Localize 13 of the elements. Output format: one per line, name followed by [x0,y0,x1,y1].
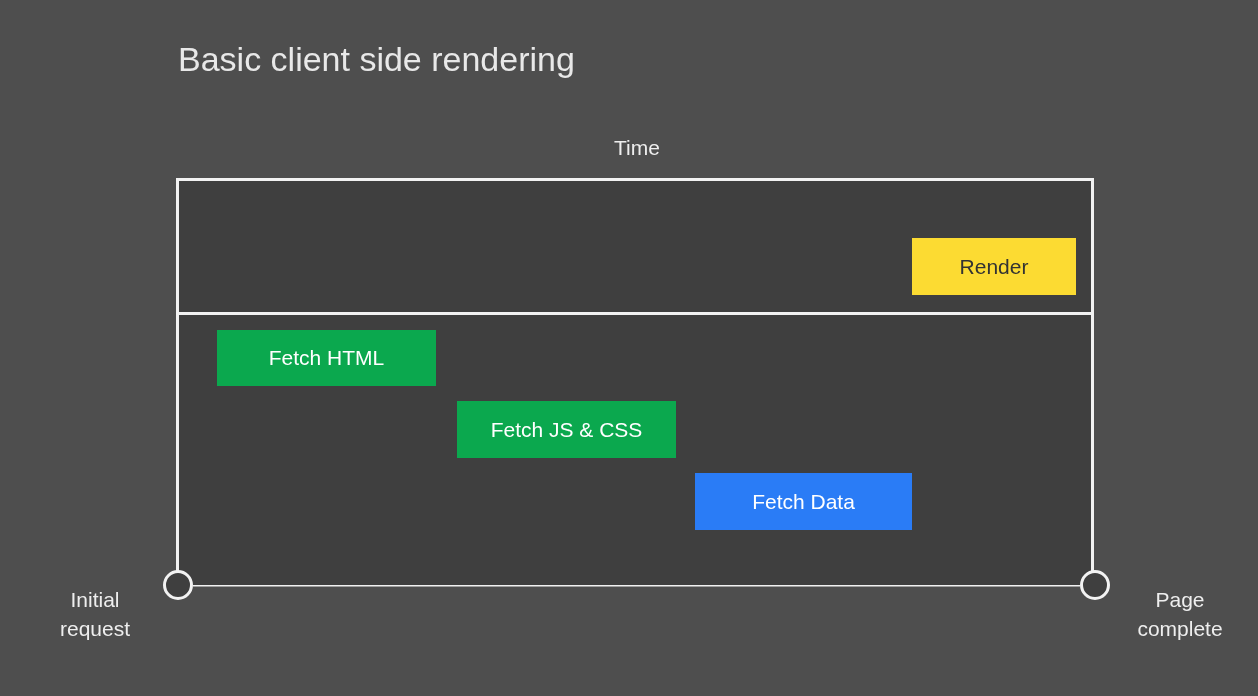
marker-label: Initial request [58,587,131,643]
task-bar: Fetch JS & CSS [457,401,676,458]
marker-label: Page complete [1136,587,1224,643]
task-bar: Render [912,238,1076,295]
diagram-title: Basic client side rendering [178,40,575,79]
axis-label: Time [614,135,660,161]
timeline-marker [1080,570,1110,600]
timeline-lane [176,312,1094,585]
task-bar: Fetch HTML [217,330,436,386]
timeline-lane [176,178,1094,315]
task-bar: Fetch Data [695,473,912,530]
timeline-line [193,583,1080,587]
timeline-marker [163,570,193,600]
